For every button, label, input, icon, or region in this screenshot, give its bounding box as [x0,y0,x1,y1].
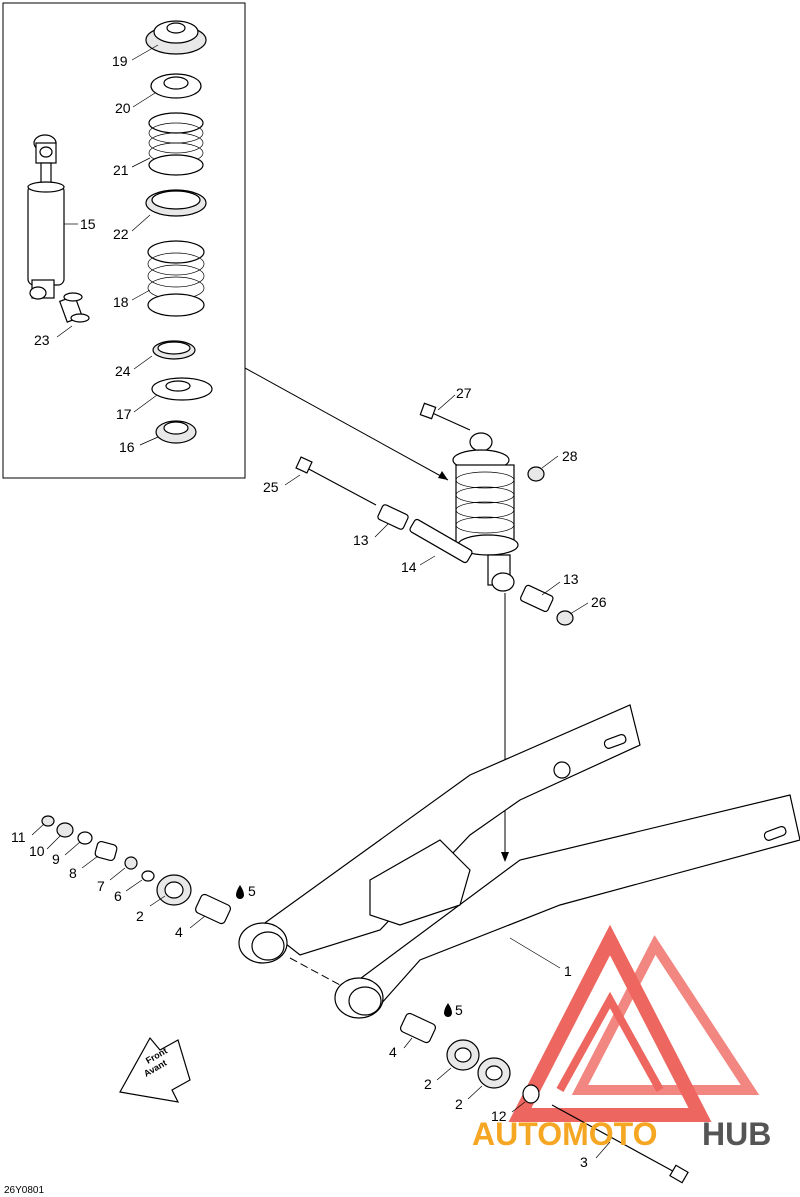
callout-9: 9 [52,851,60,867]
nut-28-part [527,466,545,482]
shock-body-part [27,134,65,300]
spring-seat-19-part [145,20,207,55]
callout-17: 17 [116,406,132,422]
callout-23: 23 [34,332,50,348]
callout-14: 14 [401,559,417,575]
sleeve-13-upper-part [377,504,409,530]
detail-inset-frame [2,2,246,479]
callout-labels: 19 20 21 22 18 24 17 16 15 23 27 28 25 1… [11,53,607,1170]
callout-21: 21 [113,162,129,178]
oil-drop-icon [444,1003,452,1017]
swing-arm-part [238,704,800,1019]
callout-18: 18 [113,294,129,310]
washer-17-part [151,377,213,401]
callout-4-left: 4 [175,924,183,940]
inset-leader-arrow [244,367,449,481]
callout-28: 28 [562,448,578,464]
watermark-logo [508,924,760,1122]
callout-25: 25 [263,479,279,495]
figure-code: 26Y0801 [4,1185,44,1196]
callout-22: 22 [113,226,129,242]
callout-19: 19 [112,53,128,69]
callout-24: 24 [115,363,131,379]
callout-1: 1 [564,963,572,979]
callout-16: 16 [119,439,135,455]
callout-2-right-b: 2 [455,1096,463,1112]
left-pivot-hardware [41,815,232,925]
ring-24-part [152,340,196,360]
callout-10: 10 [29,843,45,859]
callout-20: 20 [115,100,131,116]
sleeve-13-lower-part [519,584,554,613]
callout-15: 15 [80,216,96,232]
callout-7: 7 [97,878,105,894]
assembled-shock-part [452,432,519,592]
callout-5-left: 5 [248,883,256,899]
callout-13-upper: 13 [353,532,369,548]
front-direction-arrow: Front Avant [119,1036,191,1103]
callout-26: 26 [591,594,607,610]
callout-27: 27 [456,385,472,401]
oil-drop-icon [236,885,244,899]
callout-12: 12 [491,1108,507,1124]
right-pivot-hardware [399,1012,689,1184]
callout-6: 6 [114,888,122,904]
nut-26-part [556,610,574,626]
pivot-axis-line [289,957,341,986]
tube-14-part [409,518,473,564]
callout-3: 3 [580,1154,588,1170]
watermark-text-a: AUTOMOTO [472,1116,657,1152]
callout-4-right: 4 [389,1044,397,1060]
watermark-text-b: HUB [702,1116,771,1152]
bolt-25-part [295,456,377,506]
callout-11: 11 [11,829,26,845]
callout-2-left: 2 [136,908,144,924]
spring-18-part [147,240,205,317]
callout-13-lower: 13 [563,571,579,587]
bolt-27-part [419,402,471,431]
callout-2-right-a: 2 [424,1076,432,1092]
spring-21-part [148,112,204,176]
callout-8: 8 [69,865,77,881]
callout-5-right: 5 [455,1002,463,1018]
nut-16-part [155,420,197,444]
bushing-23-part [58,292,90,323]
ring-22-part [145,189,207,217]
callout-leaders [31,44,611,1159]
retainer-20-part [150,73,202,99]
